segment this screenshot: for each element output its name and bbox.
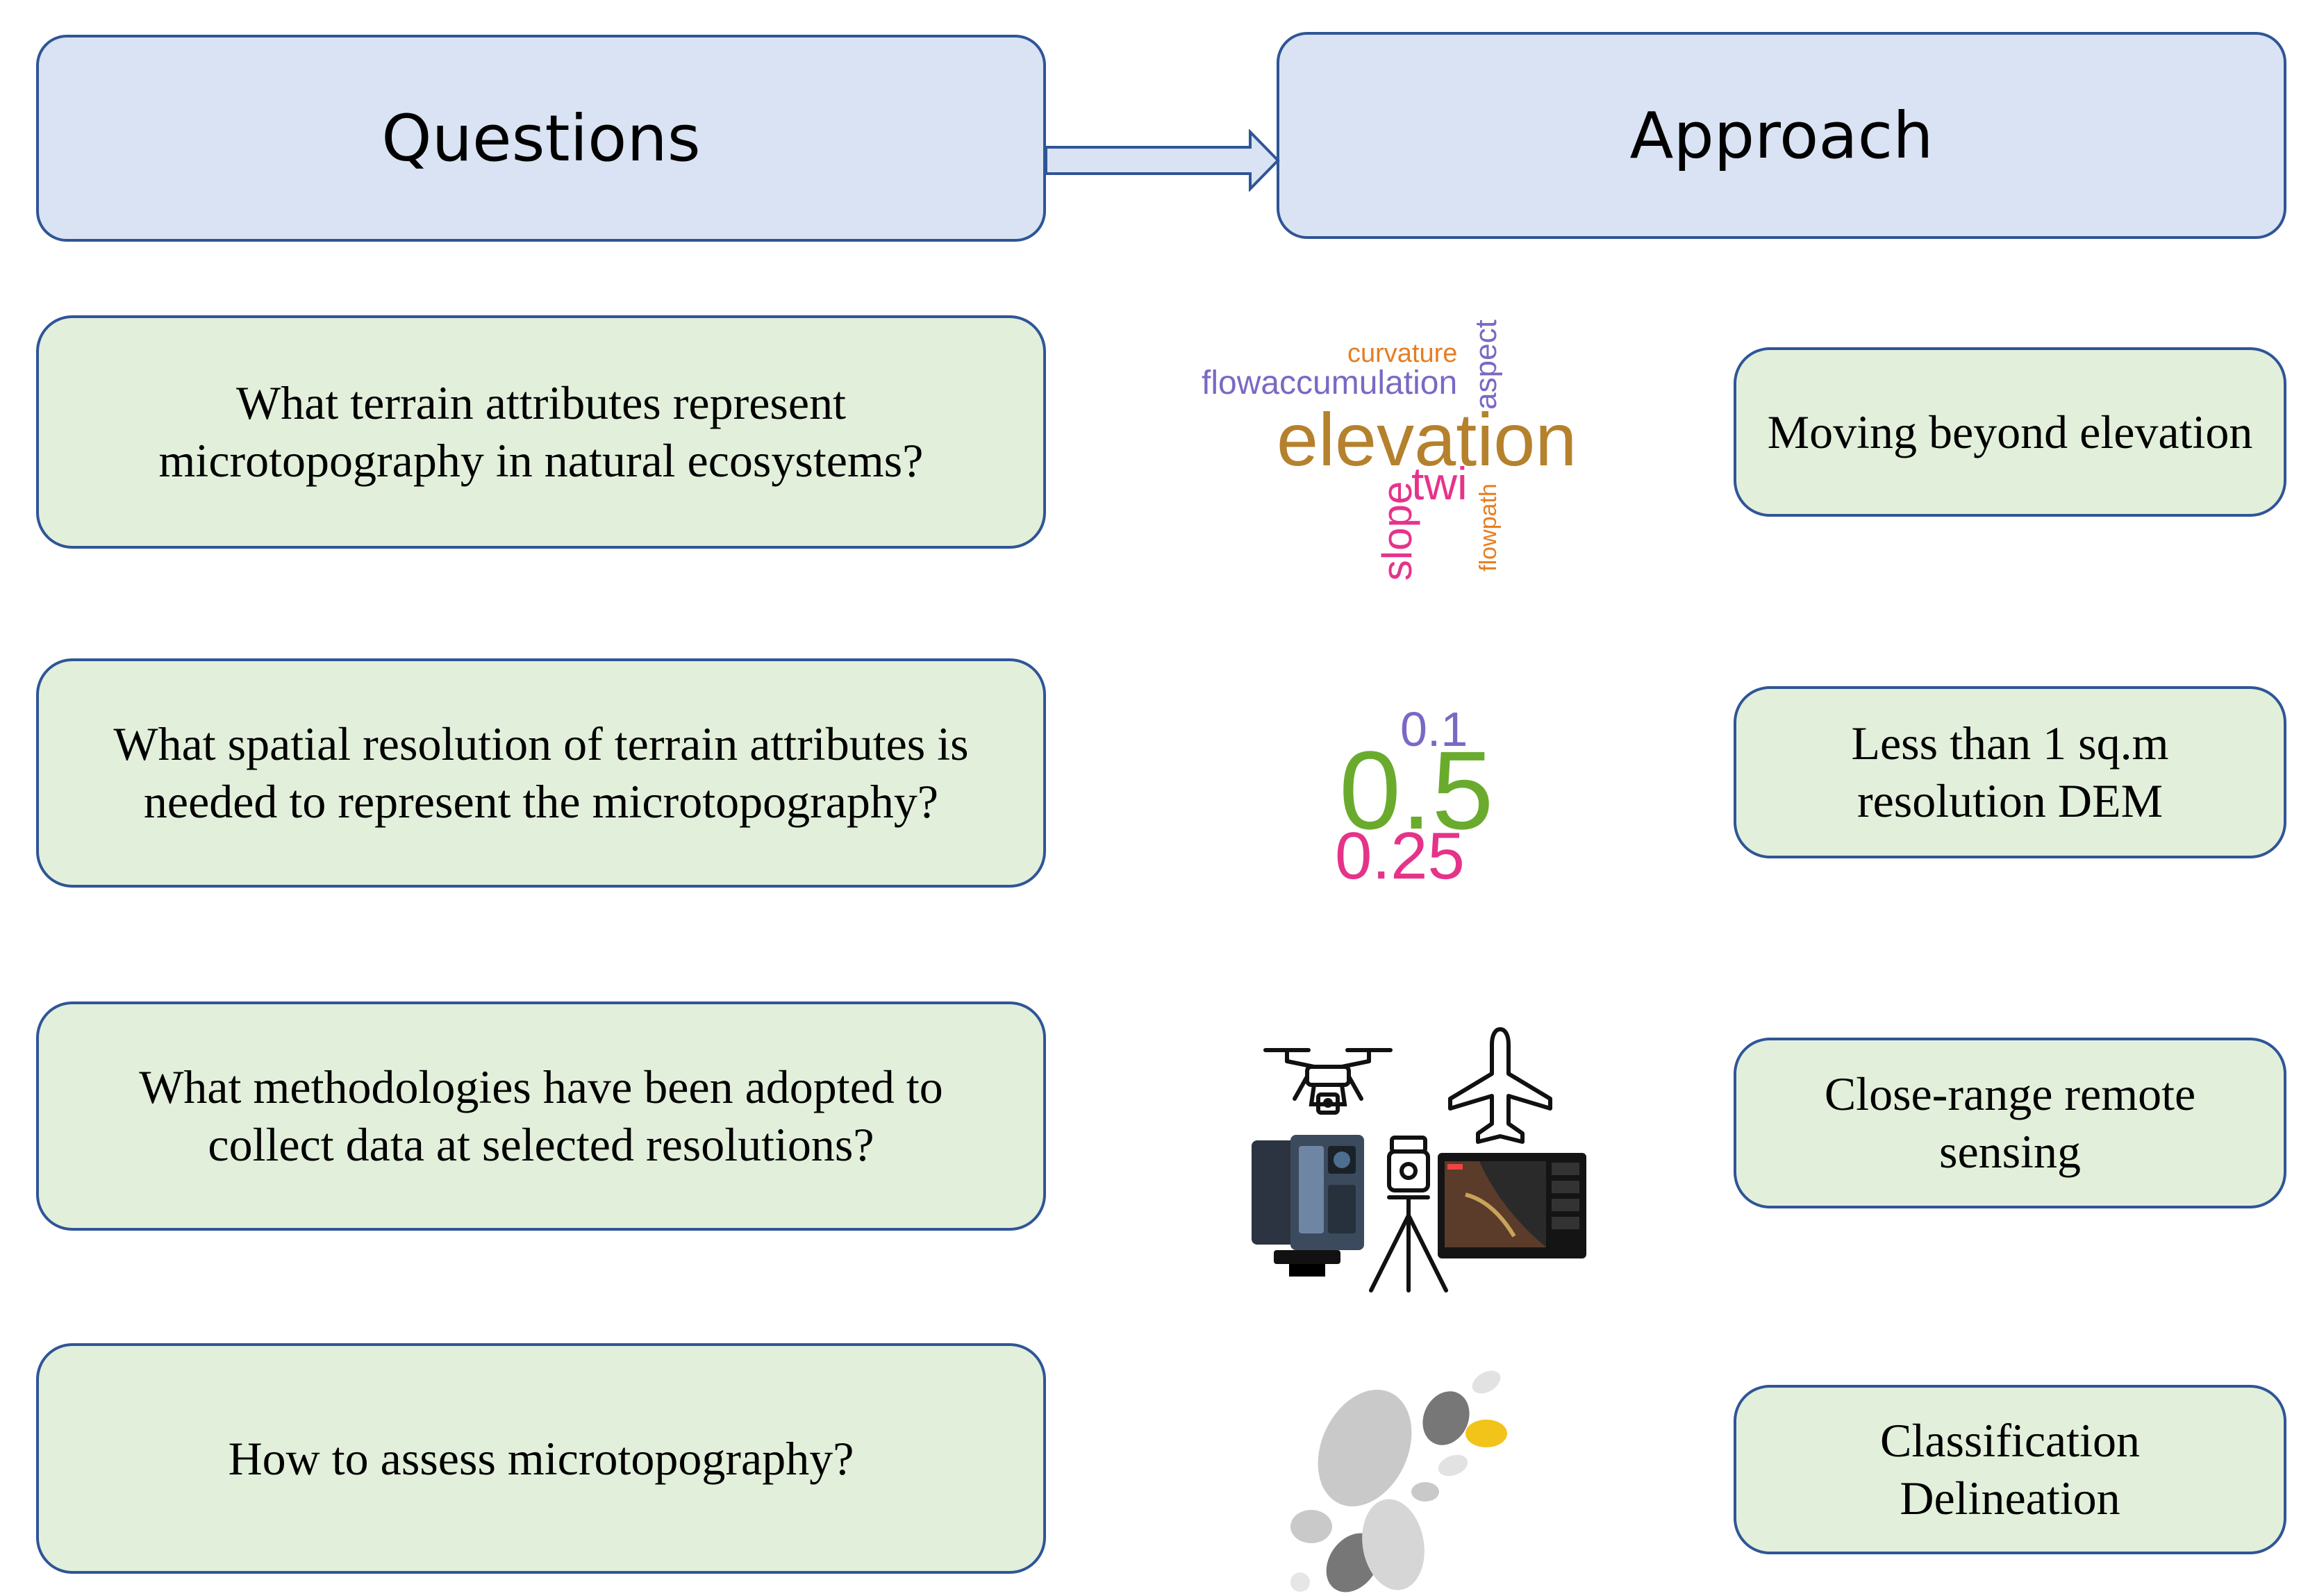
right-arrow-icon — [1045, 129, 1280, 192]
total-station-icon — [1369, 1136, 1448, 1292]
approach-text-3: Close-range remote sensing — [1824, 1067, 2196, 1178]
question-text-4: How to assess microtopography? — [228, 1431, 854, 1485]
approach-header: Approach — [1277, 32, 2286, 239]
airplane-icon — [1448, 1027, 1552, 1144]
word-slope: slope — [1374, 481, 1421, 581]
sonar-display-icon — [1438, 1153, 1586, 1258]
approach-text-2: Less than 1 sq.m resolution DEM — [1851, 717, 2169, 827]
cluster-blobs-icon — [1290, 1370, 1507, 1593]
question-text-2: What spatial resolution of terrain attri… — [113, 717, 969, 828]
word-0-25: 0.25 — [1335, 819, 1465, 893]
question-box-4: How to assess microtopography? — [36, 1343, 1046, 1574]
questions-header: Questions — [36, 35, 1046, 242]
approach-box-4: Classification Delineation — [1734, 1385, 2286, 1554]
word-flowpath: flowpath — [1475, 483, 1502, 572]
question-box-2: What spatial resolution of terrain attri… — [36, 658, 1046, 888]
laser-scanner-icon — [1252, 1135, 1364, 1277]
resolution-word-cloud: 0.1 0.5 0.25 — [1320, 695, 1528, 903]
word-0-1: 0.1 — [1400, 702, 1468, 756]
terrain-word-cloud: curvature flowaccumulation aspect elevat… — [1195, 278, 1584, 597]
word-0-5: 0.5 — [1339, 728, 1494, 852]
approach-text-4: Classification Delineation — [1880, 1414, 2140, 1524]
word-flowaccumulation: flowaccumulation — [1202, 365, 1458, 401]
word-twi: twi — [1411, 458, 1468, 509]
word-elevation: elevation — [1277, 397, 1577, 481]
approach-box-1: Moving beyond elevation — [1734, 347, 2286, 517]
approach-text-1: Moving beyond elevation — [1767, 405, 2253, 458]
question-box-1: What terrain attributes represent microt… — [36, 315, 1046, 549]
question-box-3: What methodologies have been adopted to … — [36, 1001, 1046, 1231]
approach-box-2: Less than 1 sq.m resolution DEM — [1734, 686, 2286, 858]
questions-header-label: Questions — [381, 101, 701, 176]
word-curvature: curvature — [1347, 339, 1458, 368]
approach-header-label: Approach — [1629, 98, 1934, 173]
approach-box-3: Close-range remote sensing — [1734, 1038, 2286, 1208]
question-text-1: What terrain attributes represent microt… — [158, 376, 924, 487]
drone-icon — [1263, 1048, 1393, 1115]
question-text-3: What methodologies have been adopted to … — [139, 1061, 943, 1171]
